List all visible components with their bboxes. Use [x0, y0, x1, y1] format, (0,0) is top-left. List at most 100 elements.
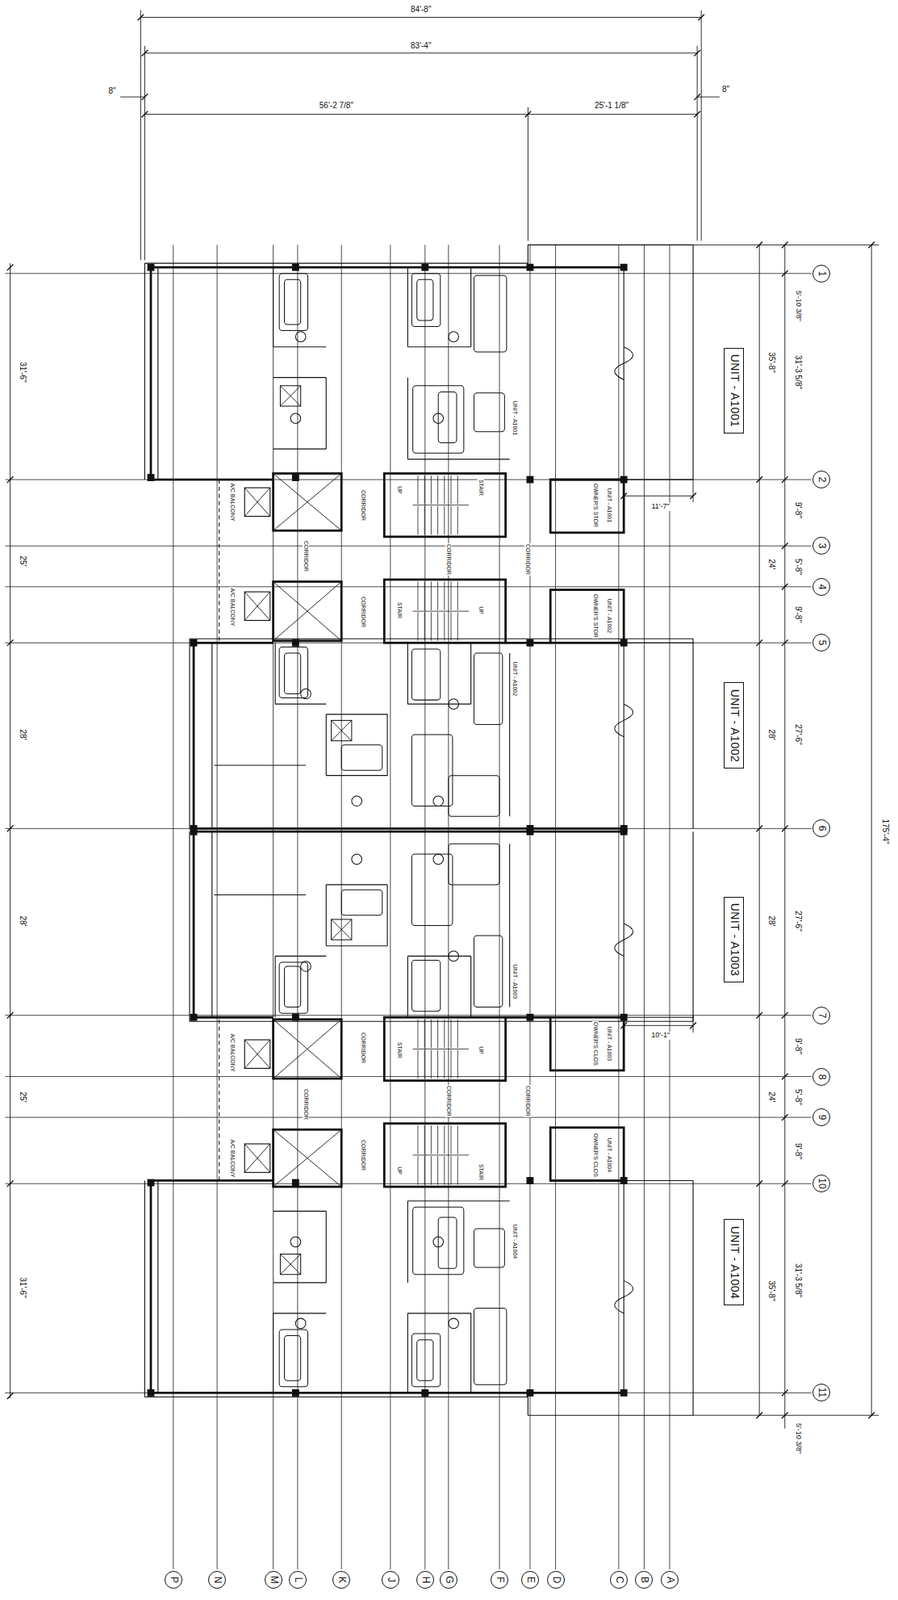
- dimension-line: [784, 244, 786, 1415]
- dimension-text: 8": [107, 86, 117, 96]
- partition: [275, 955, 326, 957]
- room-label: OWNER'S STOR: [592, 593, 599, 639]
- dimension-text: 27'-6": [793, 910, 803, 932]
- room-label: CORRIDOR: [445, 542, 452, 576]
- partition: [693, 244, 694, 480]
- stair-tread: [413, 504, 469, 506]
- fixture: [341, 889, 383, 915]
- dimension-text: 5'-8": [793, 557, 803, 576]
- grid-label: 9: [816, 1114, 827, 1120]
- stair-tread: [443, 505, 445, 535]
- grid-label: 4: [816, 583, 827, 589]
- column: [526, 827, 535, 836]
- partition: [407, 1312, 409, 1393]
- stair-tread: [424, 1049, 426, 1078]
- partition: [273, 1210, 327, 1212]
- cross-mark: [244, 487, 271, 516]
- dimension-tick: [781, 242, 789, 249]
- unit-tag: UNIT - A1003: [723, 896, 744, 983]
- sliding-door-group: [614, 346, 634, 1313]
- dimension-tick-group: [7, 14, 875, 1418]
- partition: [407, 267, 409, 347]
- column: [147, 1388, 155, 1396]
- fixture-group: [279, 273, 507, 1387]
- partition: [693, 638, 694, 828]
- column: [526, 263, 535, 272]
- fixture: [413, 1206, 464, 1274]
- grid-bubble: E: [521, 1570, 539, 1588]
- dimension-tick: [142, 93, 149, 101]
- stair-tread: [443, 580, 445, 610]
- dimension-line: [144, 113, 698, 115]
- wall: [193, 830, 624, 833]
- fixture: [279, 646, 308, 698]
- wall: [150, 1178, 274, 1182]
- grid-bubble: 5: [812, 633, 831, 652]
- partition: [407, 1311, 471, 1313]
- stair-tread: [417, 1019, 418, 1048]
- partition: [623, 642, 625, 828]
- room-label: A/C BALCONY: [229, 1032, 236, 1073]
- stair-tread: [443, 1124, 445, 1153]
- grid-line: [272, 244, 274, 1569]
- cross-mark: [244, 1039, 271, 1068]
- dimension-tick: [781, 1389, 789, 1396]
- grid-label: F: [493, 1575, 505, 1582]
- fixture: [341, 744, 383, 771]
- cross-mark: [273, 1019, 343, 1078]
- grid-bubble: 11: [812, 1382, 831, 1401]
- grid-line: [389, 244, 391, 1569]
- dimension-tick: [781, 1411, 789, 1418]
- stair-tread: [417, 611, 418, 640]
- dimension-line: [144, 52, 698, 54]
- partition: [470, 1312, 472, 1393]
- toilet: [448, 331, 460, 343]
- grid-bubble: N: [208, 1570, 226, 1588]
- stair-tread: [417, 1124, 418, 1153]
- grid-line: [4, 585, 811, 587]
- unit-tag: UNIT - A1004: [723, 1218, 744, 1305]
- dimension-tick: [755, 476, 763, 483]
- core-wall: [384, 473, 506, 537]
- grid-bubble: 9: [812, 1107, 831, 1126]
- cross-mark: [244, 591, 271, 620]
- dimension-text: 24': [767, 1090, 777, 1103]
- dimension-line: [140, 10, 142, 261]
- toilet: [448, 698, 460, 710]
- cross-mark: [244, 1039, 271, 1068]
- grid-bubble: P: [164, 1570, 183, 1588]
- room-label: UNIT - A1001: [606, 487, 614, 523]
- dimension-line: [623, 495, 694, 497]
- room-label: UP: [396, 484, 403, 495]
- dimension-line: [693, 1014, 694, 1032]
- partition: [527, 244, 694, 246]
- cross-mark: [244, 487, 271, 516]
- partition: [189, 638, 694, 640]
- grid-bubble: 1: [812, 264, 831, 283]
- column: [147, 263, 155, 272]
- dimension-tick: [781, 583, 789, 590]
- stair-tread: [430, 1049, 432, 1078]
- room-label: UNIT - A1003: [511, 963, 518, 999]
- core-wall: [273, 580, 343, 640]
- room-label: CORRIDOR: [302, 539, 310, 573]
- dimension-line: [693, 479, 694, 502]
- room-label: OWNER'S STOR: [592, 482, 599, 528]
- grid-bubble: L: [288, 1570, 307, 1588]
- partition: [144, 263, 146, 480]
- dimension-text: 31'-3 5/8": [793, 1261, 803, 1298]
- partition: [157, 1179, 159, 1392]
- partition: [623, 479, 694, 481]
- cross-mark: [273, 473, 343, 531]
- sliding-door: [614, 346, 634, 380]
- dimension-tick: [620, 1022, 627, 1029]
- fixture: [284, 1335, 301, 1381]
- grid-bubble: M: [264, 1570, 283, 1588]
- room-label: CORRIDOR: [525, 542, 532, 576]
- grid-label: N: [211, 1574, 222, 1583]
- toilet: [433, 795, 444, 807]
- dimension-text: 25'-1 1/8": [593, 100, 630, 110]
- stair-tread-group: [413, 475, 469, 1185]
- ac-unit: [244, 1143, 271, 1172]
